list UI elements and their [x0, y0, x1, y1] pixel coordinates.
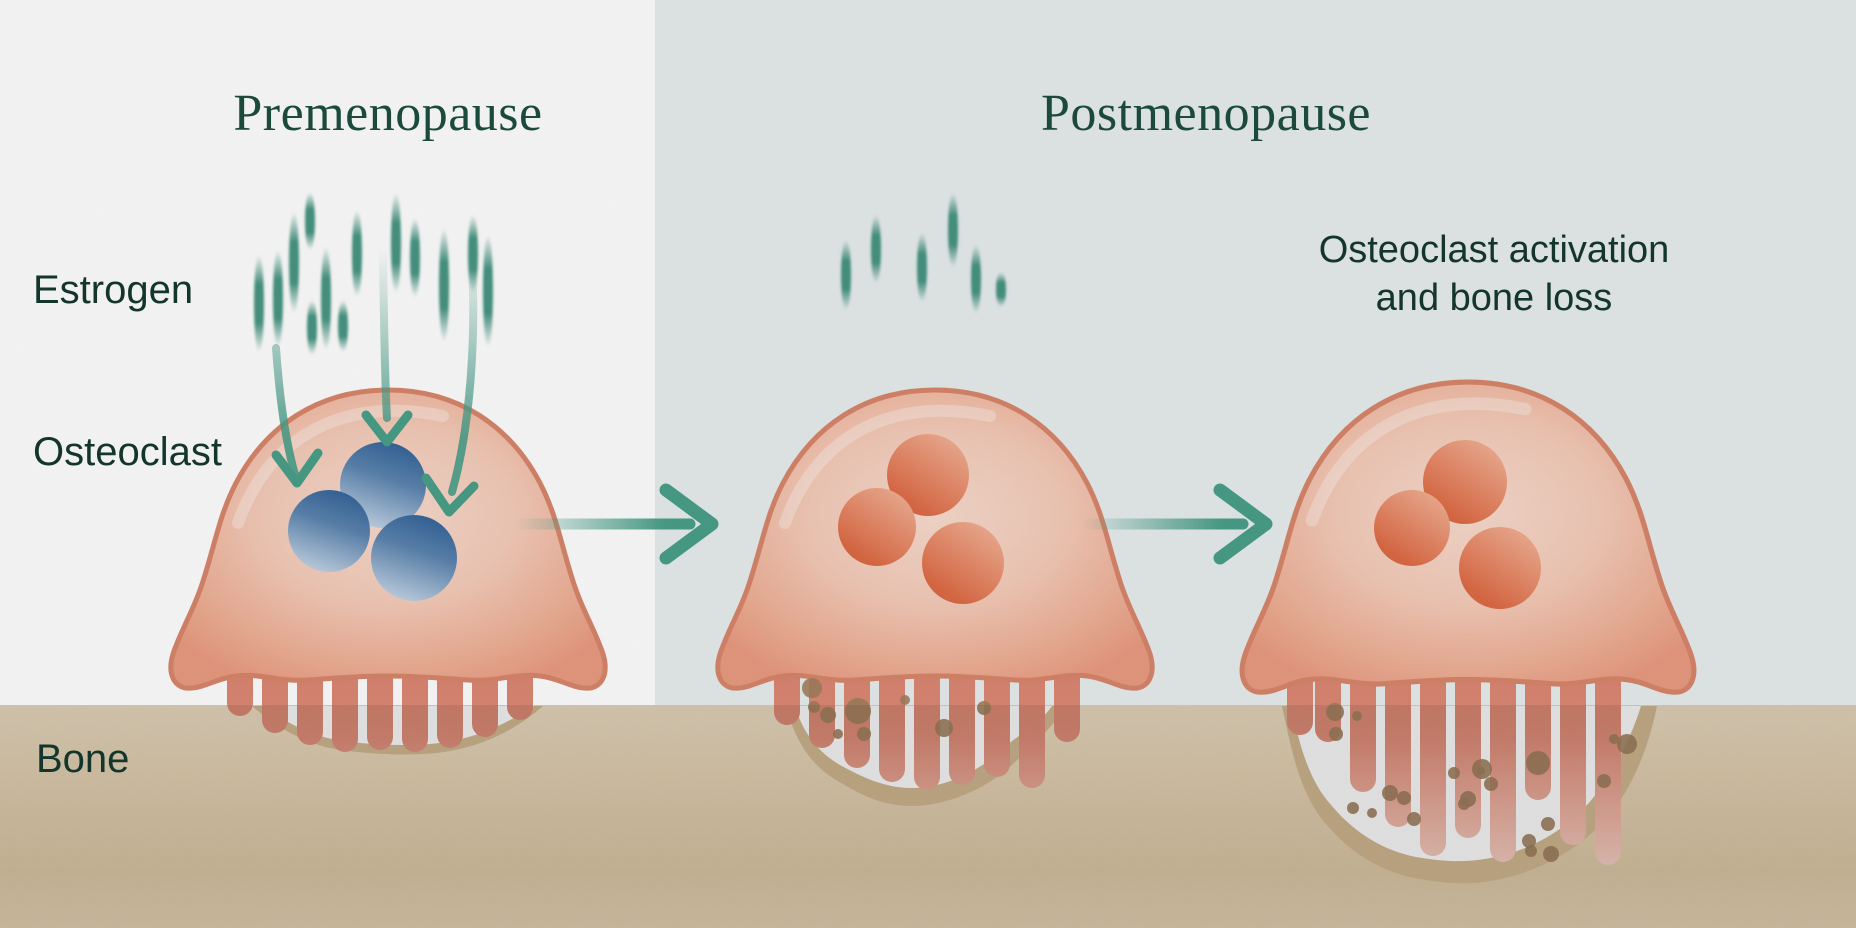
activation-caption-line2: and bone loss — [1376, 277, 1613, 319]
bone-grain-overlay — [0, 705, 1856, 928]
premenopause-title: Premenopause — [233, 85, 542, 142]
estrogen-label: Estrogen — [33, 268, 193, 312]
osteoclast-label: Osteoclast — [33, 430, 222, 474]
activation-caption-line1: Osteoclast activation — [1319, 229, 1670, 271]
bone-label: Bone — [36, 737, 129, 781]
postmenopause-title: Postmenopause — [1041, 85, 1371, 142]
